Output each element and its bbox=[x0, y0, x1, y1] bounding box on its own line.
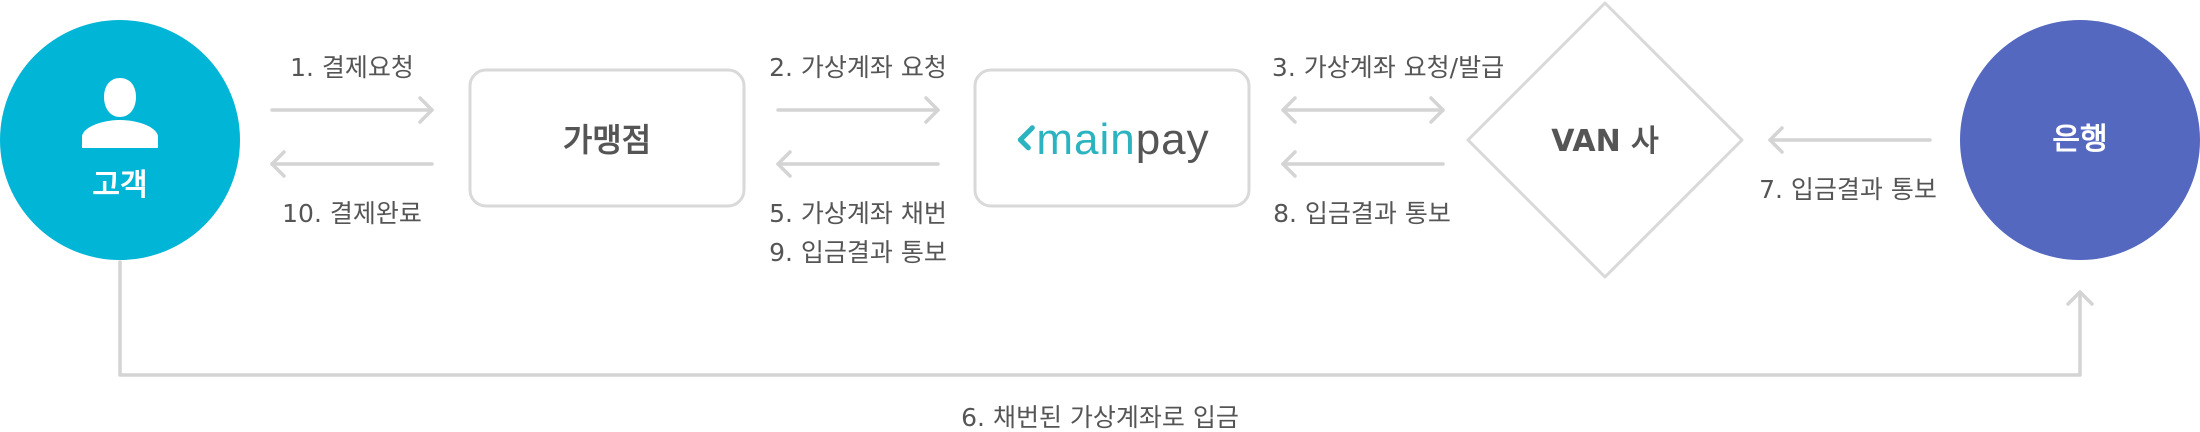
bank-label: 은행 bbox=[2052, 122, 2108, 157]
van-node bbox=[1466, 1, 1744, 279]
merchant-label: 가맹점 bbox=[562, 121, 652, 159]
logo-mark-icon bbox=[1017, 125, 1035, 151]
arrow-bank-to-van bbox=[1768, 126, 1932, 154]
step-6-label: 6. 채번된 가상계좌로 입금 bbox=[961, 403, 1239, 432]
step-9-label: 9. 입금결과 통보 bbox=[769, 238, 947, 267]
logo-main-text: main bbox=[1036, 114, 1136, 164]
arrow-merchant-to-mainpay bbox=[776, 96, 940, 124]
step-10-label: 10. 결제완료 bbox=[282, 199, 422, 228]
merchant-node bbox=[468, 68, 746, 208]
step-8-label: 8. 입금결과 통보 bbox=[1273, 199, 1451, 228]
arrow-request-to-merchant bbox=[270, 96, 434, 124]
arrow-deposit-to-bank bbox=[118, 260, 2094, 377]
arrow-mainpay-van-bidirectional bbox=[1281, 96, 1445, 124]
arrow-complete-to-customer bbox=[270, 150, 434, 178]
bank-node bbox=[1960, 20, 2200, 260]
customer-label: 고객 bbox=[92, 168, 148, 203]
step-7-label: 7. 입금결과 통보 bbox=[1759, 175, 1937, 204]
mainpay-node bbox=[973, 68, 1251, 208]
step-5-label: 5. 가상계좌 채번 bbox=[769, 199, 947, 228]
step-1-label: 1. 결제요청 bbox=[290, 53, 414, 82]
step-2-label: 2. 가상계좌 요청 bbox=[769, 53, 947, 82]
van-label: VAN 사 bbox=[1551, 124, 1659, 159]
person-icon bbox=[80, 76, 160, 152]
arrow-van-to-mainpay bbox=[1281, 150, 1445, 178]
mainpay-logo: mainpay bbox=[1014, 114, 1210, 164]
logo-pay-text: pay bbox=[1135, 114, 1210, 164]
arrow-mainpay-to-merchant bbox=[776, 150, 940, 178]
step-3-label: 3. 가상계좌 요청/발급 bbox=[1271, 53, 1505, 82]
